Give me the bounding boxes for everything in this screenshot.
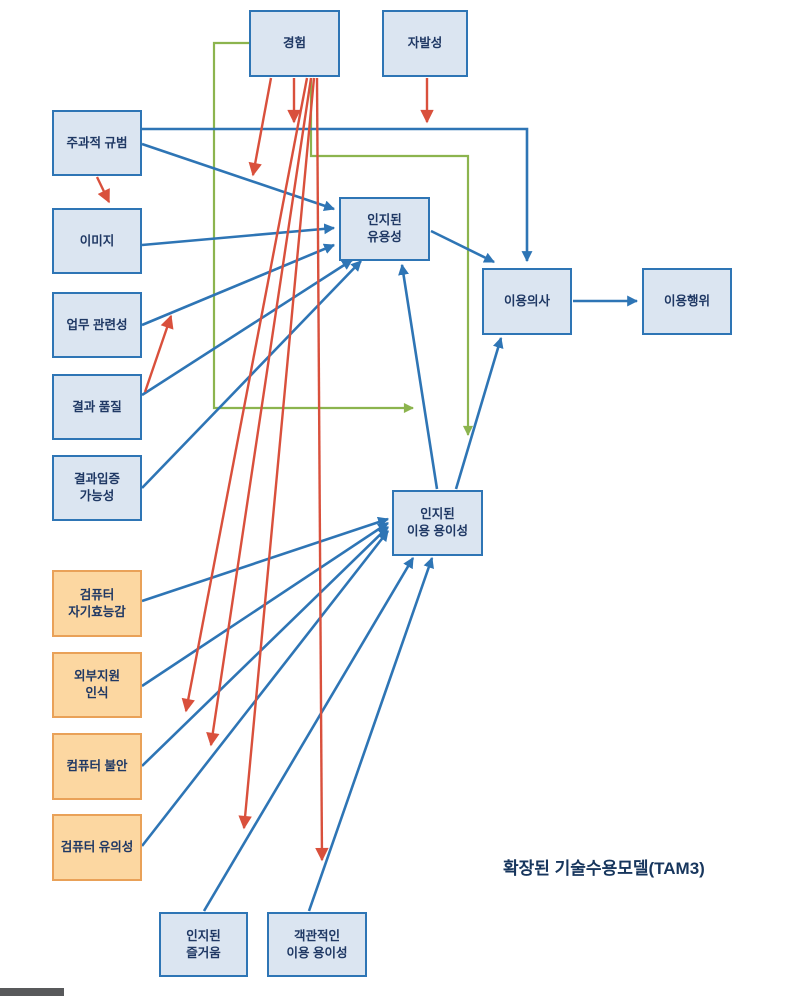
edge-image-to-perceived-usefulness (141, 223, 336, 247)
edge-output-quality-moderates-job-relevance (143, 314, 174, 393)
node-computer-playfulness-label: 검퓨터 유의성 (60, 840, 134, 855)
node-experience: 경험 (249, 10, 340, 77)
node-computer-self-efficacy-label: 검퓨터 자기효능감 (68, 587, 126, 619)
diagram-caption: 확장된 기술수용모델(TAM3) (503, 859, 705, 878)
edge-job-relevance-to-perceived-usefulness (141, 243, 336, 327)
node-job-relevance-label: 업무 관련성 (66, 317, 128, 332)
edge-perceived-enjoyment-to-peou (202, 557, 415, 912)
node-subjective-norm-label: 주과적 규범 (66, 135, 128, 150)
node-computer-anxiety: 컴퓨터 불안 (52, 733, 142, 800)
edge-output-quality-to-perceived-usefulness (141, 258, 353, 397)
node-output-quality-label: 결과 품질 (72, 399, 122, 414)
node-perceived-ease-of-use-label: 인지된 이용 용이성 (407, 507, 468, 538)
edge-computer-anxiety-to-peou (141, 526, 389, 767)
edge-computer-self-efficacy-to-peou (141, 516, 390, 603)
node-use-behavior: 이용행위 (642, 268, 732, 335)
node-image: 이미지 (52, 208, 142, 274)
node-computer-anxiety-label: 컴퓨터 불안 (66, 759, 128, 774)
edge-peou-to-behavioral-intention (454, 336, 504, 490)
partial-bottom-strip (0, 988, 64, 996)
edge-experience-moderates-sn-to-pu (248, 77, 273, 177)
node-result-demonstrability: 결과입증 가능성 (52, 455, 142, 521)
node-voluntariness: 자발성 (382, 10, 468, 77)
edge-subjective-norm-to-behavioral-intention (142, 127, 533, 263)
node-experience-label: 경험 (282, 36, 306, 51)
node-voluntariness-label: 자발성 (407, 36, 443, 51)
node-image-label: 이미지 (79, 233, 115, 248)
node-perceived-enjoyment: 인지된 즐거움 (159, 912, 248, 977)
node-perceived-enjoyment-label: 인지된 즐거움 (186, 928, 221, 960)
edge-subjective-norm-to-image (95, 176, 111, 204)
edge-peou-to-perceived-usefulness (398, 263, 439, 490)
node-subjective-norm: 주과적 규범 (52, 110, 142, 176)
node-output-quality: 결과 품질 (52, 374, 142, 440)
node-result-demonstrability-label: 결과입증 가능성 (73, 472, 120, 503)
node-objective-usability-label: 객관적인 이용 용이성 (286, 928, 348, 960)
node-perceived-usefulness-label: 인지된 유용성 (367, 213, 402, 244)
node-use-behavior-label: 이용행위 (663, 294, 710, 309)
node-objective-usability: 객관적인 이용 용이성 (267, 912, 367, 977)
node-external-support: 외부지원 인식 (52, 652, 142, 718)
edge-experience-moderates-objective-usability-to-peou (315, 77, 329, 862)
node-perceived-usefulness: 인지된 유용성 (339, 197, 430, 261)
node-behavioral-intention-label: 이용의사 (503, 294, 550, 309)
node-computer-playfulness: 검퓨터 유의성 (52, 814, 142, 881)
node-behavioral-intention: 이용의사 (482, 268, 572, 335)
edge-experience-moderates-peou-to-pu (212, 41, 415, 414)
edge-perceived-usefulness-to-behavioral-intention (430, 229, 495, 264)
edge-computer-playfulness-to-peou (140, 530, 390, 847)
edge-experience-moderates-anxiety-to-peou (181, 77, 309, 713)
node-perceived-ease-of-use: 인지된 이용 용이성 (392, 490, 483, 556)
edge-objective-usability-to-peou (307, 556, 434, 912)
edge-experience-moderates-playfulness-to-peou (206, 77, 313, 747)
node-computer-self-efficacy: 검퓨터 자기효능감 (52, 570, 142, 637)
edge-experience-moderates-enjoyment-to-peou (238, 77, 316, 830)
node-job-relevance: 업무 관련성 (52, 292, 142, 358)
node-external-support-label: 외부지원 인식 (73, 669, 120, 700)
